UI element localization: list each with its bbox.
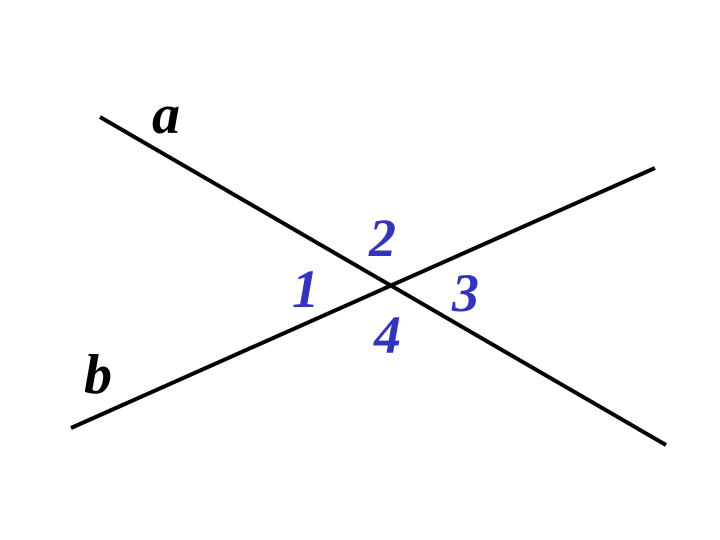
angle-2-label: 2 [368, 208, 396, 268]
line-b [70, 166, 656, 430]
line-b-label: b [84, 344, 112, 406]
line-a [98, 115, 668, 447]
angle-1-label: 1 [292, 259, 319, 319]
angle-4-label: 4 [373, 305, 401, 365]
line-a-label: a [152, 84, 180, 146]
angle-3-label: 3 [451, 263, 479, 323]
